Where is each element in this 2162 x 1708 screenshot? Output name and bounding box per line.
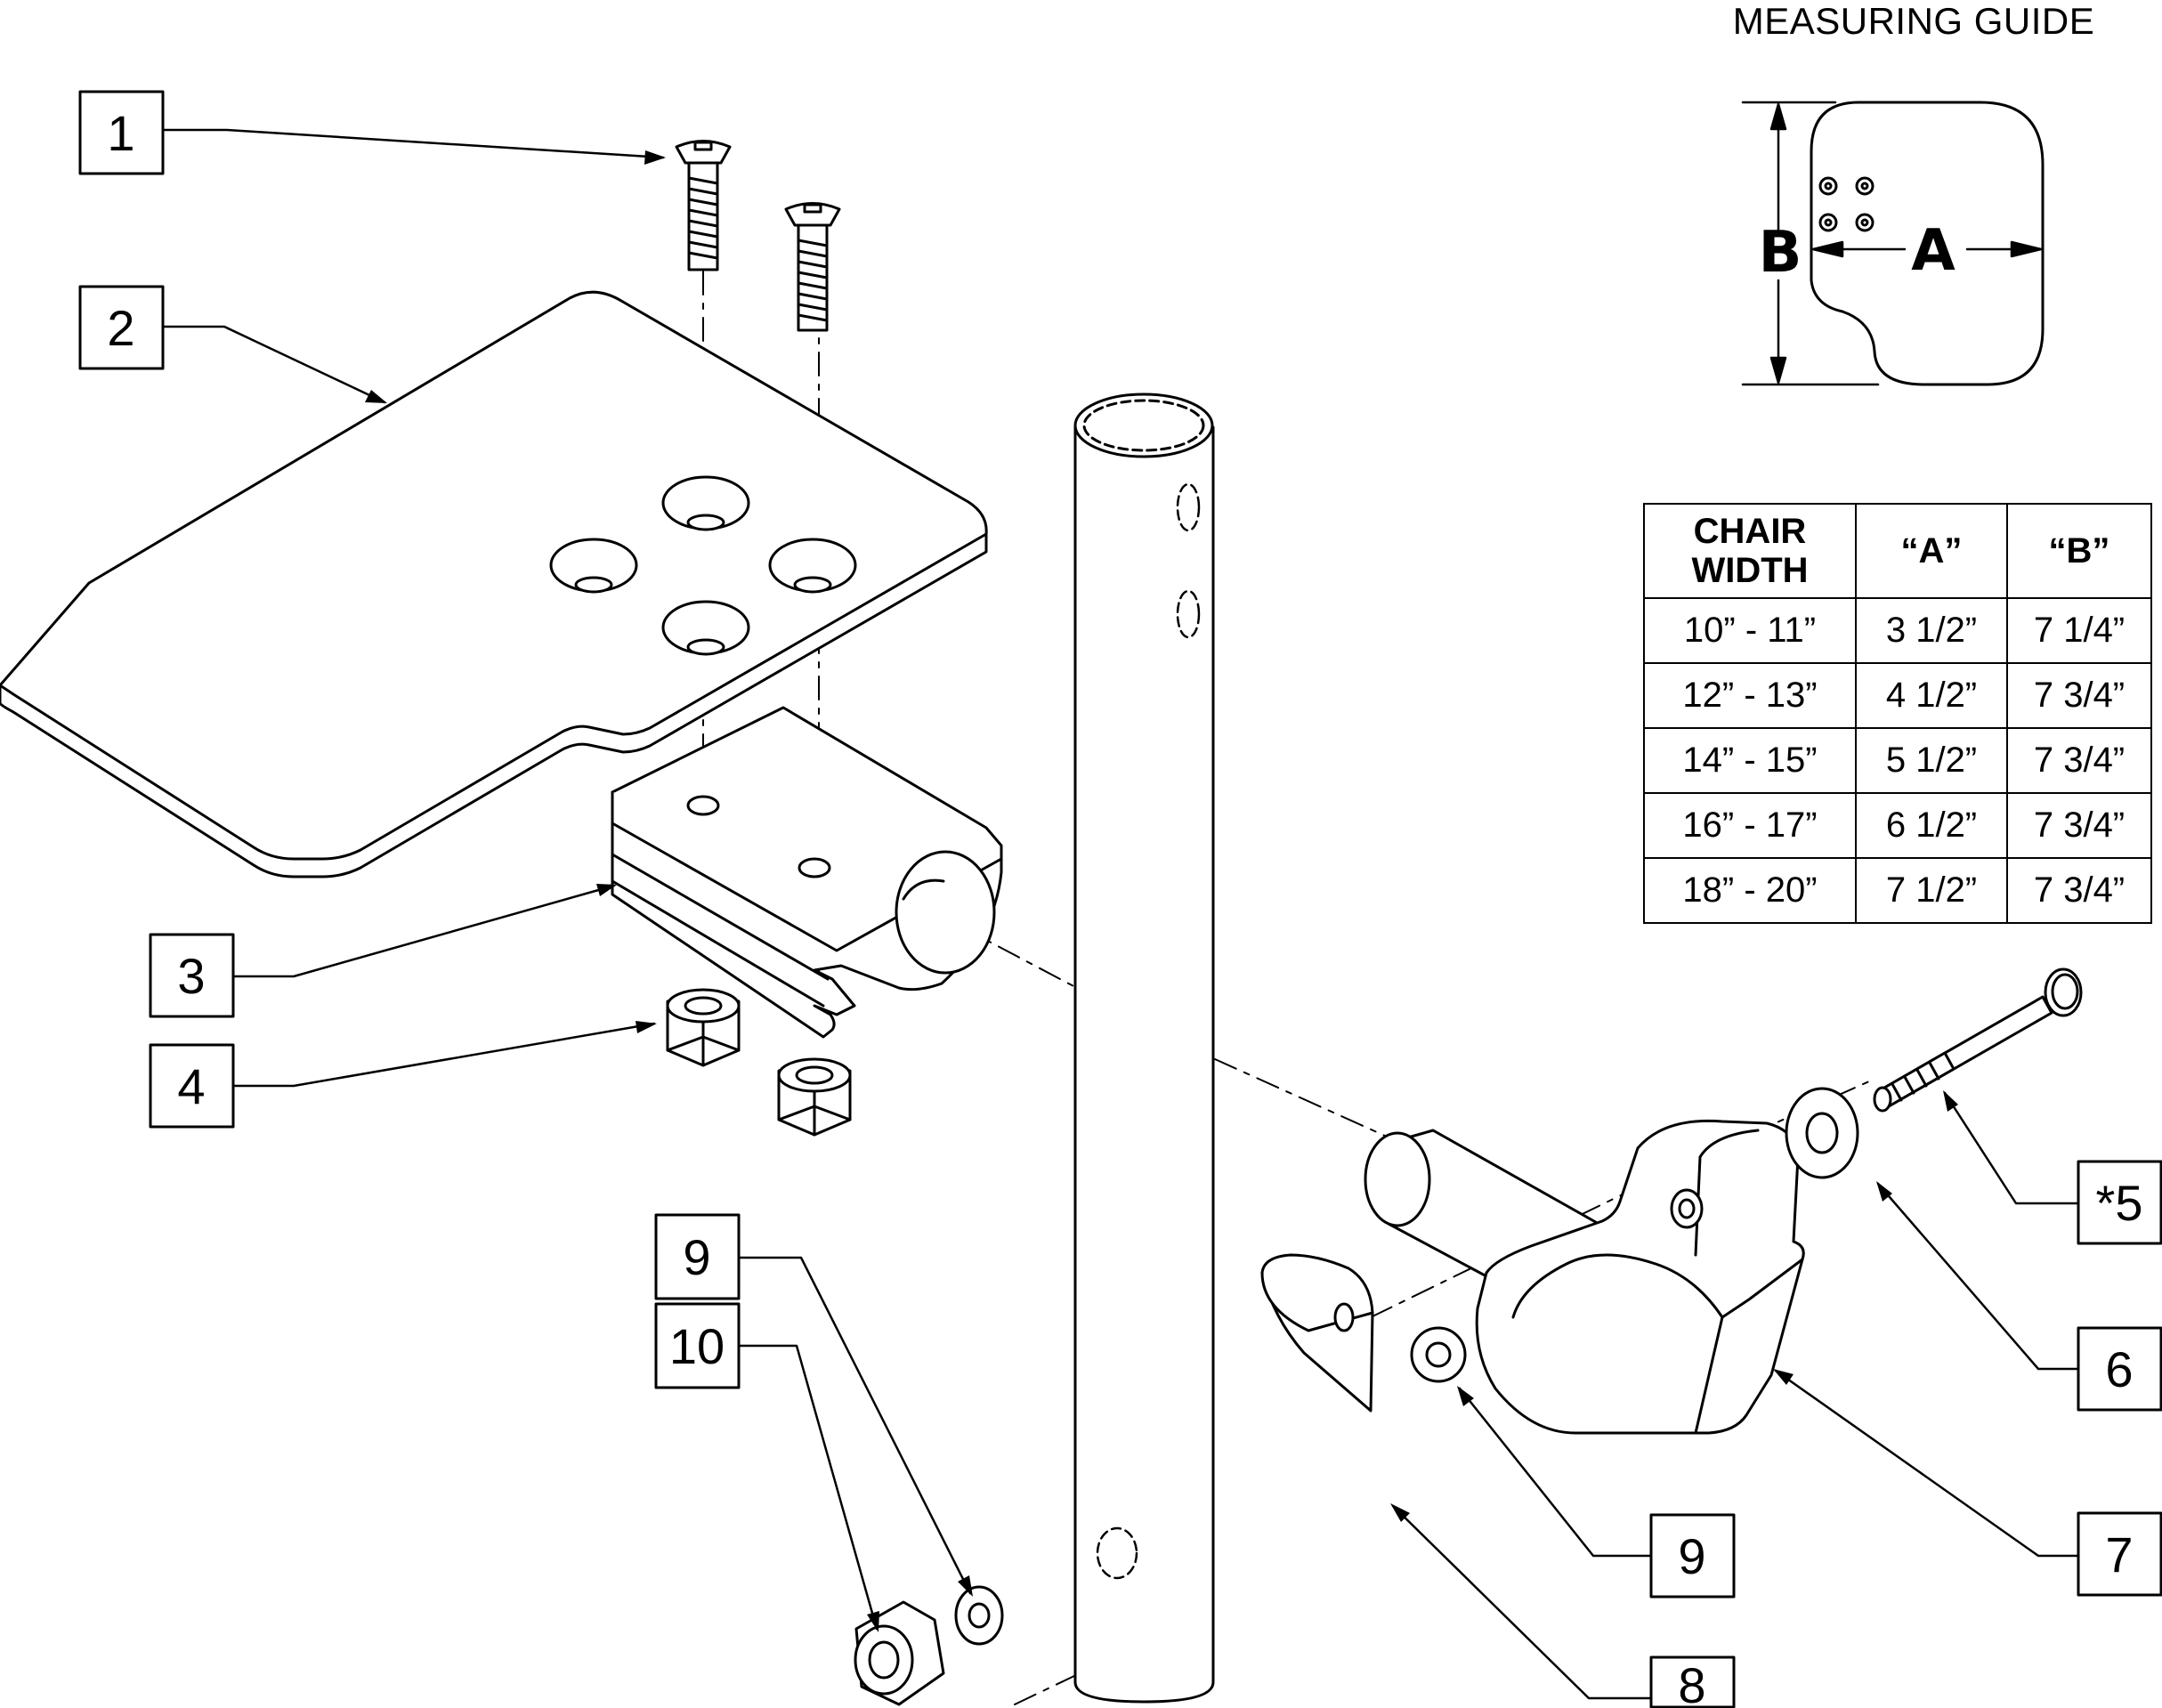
cell-chair-width: 14” - 15” — [1643, 727, 1857, 794]
part-9-washer-right — [1410, 1326, 1467, 1383]
callout-9-left: 9 — [654, 1213, 741, 1300]
callout-1: 1 — [78, 90, 165, 175]
part-10-locknut — [854, 1600, 945, 1706]
dimension-lines — [1741, 101, 2043, 386]
chair-width-size-table: CHAIR WIDTH “A” “B” 10” - 11” 3 1/2” 7 1… — [1643, 503, 2152, 924]
cell-b: 7 3/4” — [2006, 857, 2152, 924]
callout-4: 4 — [149, 1043, 235, 1129]
callout-2: 2 — [78, 285, 165, 370]
column-header-b: “B” — [2006, 503, 2152, 599]
callout-6: 6 — [2077, 1326, 2162, 1412]
svg-text:10: 10 — [669, 1318, 725, 1374]
dimension-b-label: B — [1759, 220, 1802, 286]
table-header-row: CHAIR WIDTH “A” “B” — [1643, 503, 2152, 599]
table-row: 14” - 15” 5 1/2” 7 3/4” — [1643, 727, 2152, 794]
measuring-guide-title: MEASURING GUIDE — [1732, 0, 2095, 42]
cell-a: 7 1/2” — [1855, 857, 2008, 924]
callout-5: *5 — [2077, 1160, 2162, 1245]
callout-3: 3 — [149, 933, 235, 1018]
svg-text:9: 9 — [683, 1229, 710, 1285]
callout-9-right: 9 — [1649, 1513, 1736, 1599]
column-header-a: “A” — [1855, 503, 2008, 599]
svg-text:9: 9 — [1678, 1528, 1705, 1584]
cell-a: 3 1/2” — [1855, 597, 2008, 664]
part-1-screws — [675, 140, 841, 332]
part-7-hinge-bracket — [1364, 1119, 1805, 1435]
svg-text:7: 7 — [2105, 1526, 2133, 1583]
part-4-nuts — [666, 988, 852, 1137]
svg-text:8: 8 — [1678, 1657, 1705, 1708]
part-9-washer-left — [954, 1585, 1004, 1646]
table-row: 10” - 11” 3 1/2” 7 1/4” — [1643, 597, 2152, 664]
callout-10: 10 — [654, 1302, 741, 1389]
svg-text:2: 2 — [107, 300, 134, 356]
svg-text:6: 6 — [2105, 1341, 2133, 1397]
cell-chair-width: 10” - 11” — [1643, 597, 1857, 664]
cell-a: 6 1/2” — [1855, 792, 2008, 859]
table-row: 18” - 20” 7 1/2” 7 3/4” — [1643, 857, 2152, 924]
cell-chair-width: 12” - 13” — [1643, 662, 1857, 729]
svg-text:1: 1 — [107, 105, 134, 161]
cell-b: 7 3/4” — [2006, 792, 2152, 859]
dimension-a-label: A — [1911, 218, 1956, 284]
svg-text:4: 4 — [177, 1058, 205, 1114]
callout-arrowheads — [365, 150, 1958, 1632]
table-row: 12” - 13” 4 1/2” 7 3/4” — [1643, 662, 2152, 729]
callout-8: 8 — [1649, 1655, 1736, 1708]
cell-a: 4 1/2” — [1855, 662, 2008, 729]
measuring-guide-plate — [1810, 101, 2045, 386]
part-8-spacer — [1260, 1253, 1374, 1413]
callout-7: 7 — [2077, 1511, 2162, 1597]
countersunk-holes — [549, 475, 857, 656]
part-6-washer — [1785, 1087, 1859, 1179]
part-2-footplate — [0, 290, 988, 878]
table-row: 16” - 17” 6 1/2” 7 3/4” — [1643, 792, 2152, 859]
part-3-clamp — [611, 706, 1003, 1039]
column-header-chair-width: CHAIR WIDTH — [1643, 503, 1857, 599]
svg-text:3: 3 — [177, 948, 205, 1004]
cell-b: 7 3/4” — [2006, 727, 2152, 794]
callout-leaders — [161, 128, 2080, 1700]
part-5-pin-bolt — [1873, 967, 2083, 1113]
cell-chair-width: 16” - 17” — [1643, 792, 1857, 859]
cell-b: 7 3/4” — [2006, 662, 2152, 729]
cell-b: 7 1/4” — [2006, 597, 2152, 664]
frame-tube — [1073, 393, 1215, 1704]
svg-text:*5: *5 — [2096, 1175, 2143, 1231]
cell-chair-width: 18” - 20” — [1643, 857, 1857, 924]
cell-a: 5 1/2” — [1855, 727, 2008, 794]
